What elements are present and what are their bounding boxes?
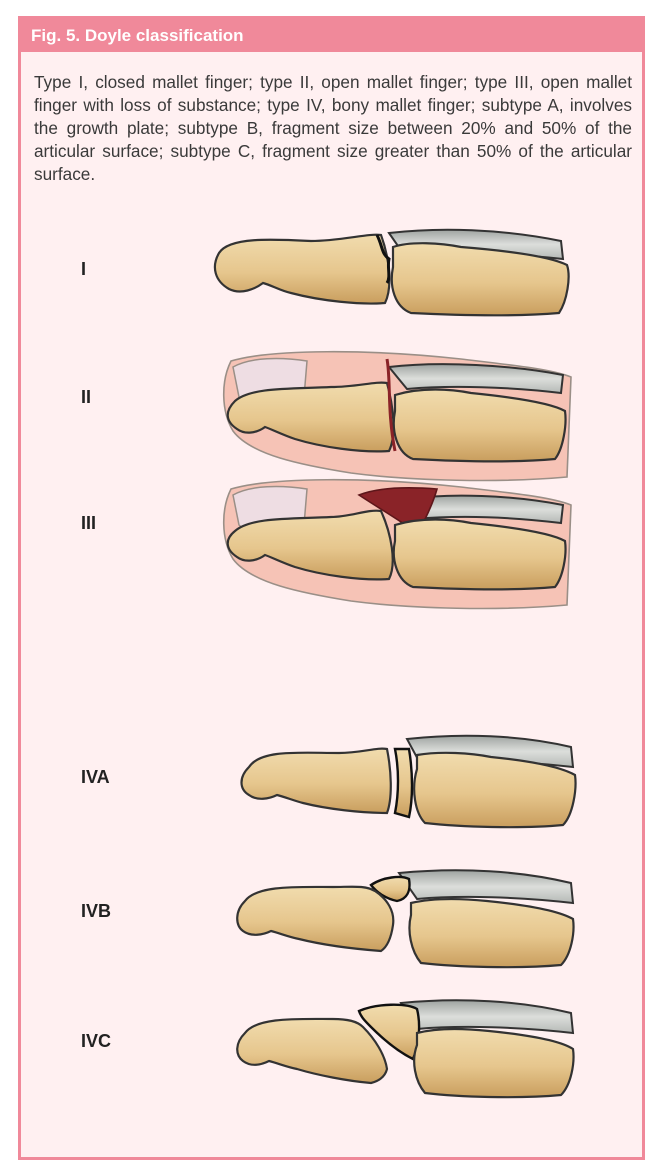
illustration-type-ivc	[211, 971, 591, 1111]
type-label-ivc: IVC	[81, 1031, 111, 1052]
illustration-type-iva	[211, 709, 591, 839]
type-label-iii: III	[81, 513, 96, 534]
type-label-ii: II	[81, 387, 91, 408]
figure-caption: Type I, closed mallet finger; type II, o…	[34, 71, 632, 186]
type-label-iva: IVA	[81, 767, 110, 788]
figure-panel: Fig. 5. Doyle classification Type I, clo…	[18, 16, 645, 1160]
illustration-type-ivb	[211, 841, 591, 981]
type-label-i: I	[81, 259, 86, 280]
illustration-type-iii	[211, 459, 591, 619]
illustration-type-i	[211, 207, 591, 327]
figure-title: Fig. 5. Doyle classification	[21, 19, 642, 52]
type-label-ivb: IVB	[81, 901, 111, 922]
